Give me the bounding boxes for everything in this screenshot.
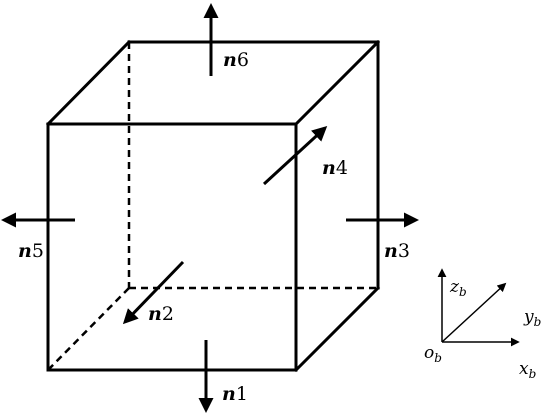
origin-label: ob — [424, 343, 442, 365]
body-frame-axes: zb yb xb ob — [424, 268, 541, 381]
label-n3: n3 — [384, 240, 410, 262]
z-axis-label: zb — [449, 277, 467, 299]
cube-visible-edges — [45, 39, 381, 373]
cube-hidden-edges — [47, 42, 378, 371]
label-n1: n1 — [222, 383, 248, 405]
label-n4: n4 — [322, 157, 348, 179]
hidden-edge-bottom-depth — [47, 287, 130, 371]
normal-arrow-n2 — [122, 260, 185, 325]
x-axis-label: xb — [519, 359, 536, 381]
label-n5: n5 — [18, 240, 44, 262]
label-n2: n2 — [148, 303, 174, 325]
cube-bottom-right-edge — [293, 285, 381, 373]
y-axis-label: yb — [523, 307, 541, 329]
normal-labels: n6 n4 n5 n3 n2 n1 — [18, 49, 410, 405]
y-axis-line — [441, 282, 507, 343]
normal-arrows — [0, 3, 419, 413]
cube-top-right-edge — [293, 39, 381, 127]
cube-front-face — [46, 122, 298, 372]
normal-arrow-n4 — [262, 125, 328, 186]
cube-top-left-edge — [45, 39, 132, 127]
label-n6: n6 — [223, 49, 249, 71]
